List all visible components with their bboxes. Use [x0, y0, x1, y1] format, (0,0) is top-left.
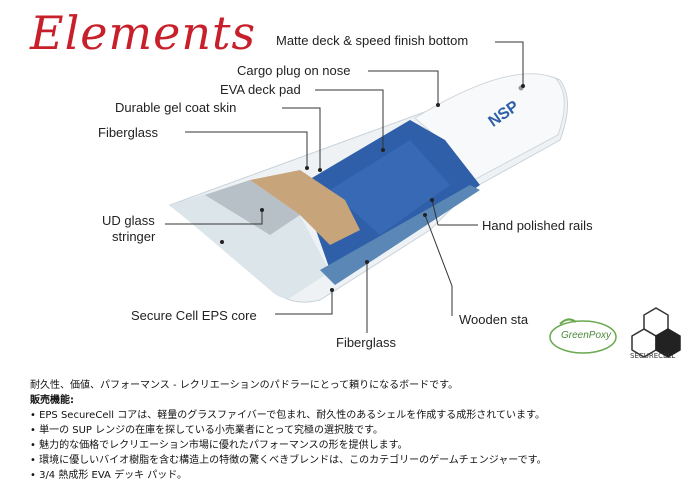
greenpoxy-text: GreenPoxy [561, 330, 612, 341]
securecell-logo [631, 307, 681, 358]
callout-matte-deck: Matte deck & speed finish bottom [276, 33, 469, 48]
layer-glass [205, 180, 300, 235]
callout-wooden: Wooden sta [459, 312, 529, 327]
description-intro: 耐久性、価値、パフォーマンス - レクリエーションのパドラーにとって頼りになるボ… [30, 380, 459, 391]
callout-gel-coat: Durable gel coat skin [115, 100, 237, 115]
title: Elements [30, 6, 257, 60]
layer-wood [250, 170, 360, 245]
callout-fiberglass-top: Fiberglass [98, 125, 158, 140]
callout-ud-glass: UD glass [102, 213, 155, 228]
feature-item: • 環境に優しいバイオ樹脂を含む構造上の特徴の驚くべきブレンドは、このカテゴリー… [30, 455, 547, 466]
callout-hand-rails: Hand polished rails [482, 218, 593, 233]
callout-cargo-plug: Cargo plug on nose [237, 63, 351, 78]
deck-pad [330, 140, 450, 235]
product-description: 耐久性、価値、パフォーマンス - レクリエーションのパドラーにとって頼りになるボ… [30, 378, 680, 483]
callout-fiberglass-bottom: Fiberglass [336, 335, 396, 350]
greenpoxy-logo [549, 318, 617, 354]
feature-item: • 単一の SUP レンジの在庫を探している小売業者にとって究極の選択肢です。 [30, 425, 384, 436]
feature-item: • 魅力的な価格でレクリエーション市場に優れたパフォーマンスの形を提供します。 [30, 440, 408, 451]
securecell-text: SECURECELL [630, 352, 676, 360]
feature-item: • 3/4 熱成形 EVA デッキ パッド。 [30, 470, 188, 481]
description-heading: 販売機能: [30, 395, 74, 406]
callout-eva-pad: EVA deck pad [220, 82, 301, 97]
callout-stringer: stringer [112, 229, 156, 244]
layer-rail [320, 185, 480, 285]
callout-eps-core: Secure Cell EPS core [131, 308, 257, 323]
feature-item: • EPS SecureCell コアは、軽量のグラスファイバーで包まれ、耐久性… [30, 410, 546, 421]
